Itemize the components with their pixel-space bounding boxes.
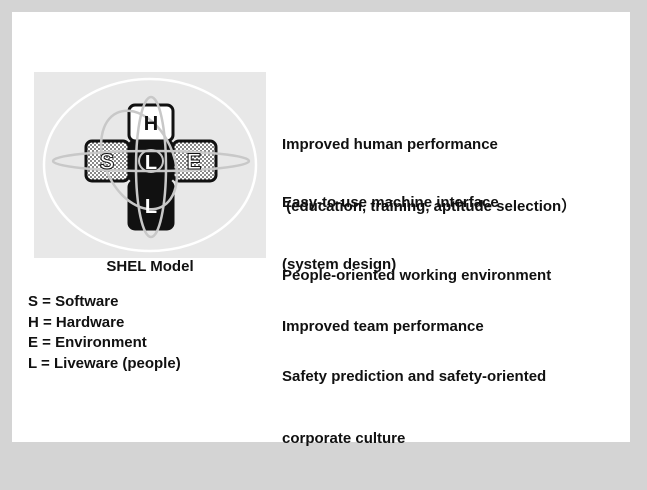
legend-item: L = Liveware (people) <box>28 354 181 372</box>
model-title: SHEL Model <box>106 258 194 275</box>
improvement-item: Improved human performance (education, t… <box>282 94 576 258</box>
improvement-line: Improved team performance <box>282 318 484 335</box>
legend-item: S = Software <box>28 293 119 310</box>
legend-item: E = Environment <box>28 334 147 351</box>
outer-ellipse <box>42 77 258 253</box>
improvement-line: (education, training, aptitude selection… <box>282 197 577 215</box>
improvement-line: Safety prediction and safety-oriented <box>282 368 547 385</box>
label-e: E <box>187 149 202 174</box>
legend: S = Software H = Hardware E = Environmen… <box>28 292 181 374</box>
vertical-ring <box>134 95 168 239</box>
improvement-line: corporate culture <box>282 429 406 447</box>
shel-diagram: H S L E L <box>34 72 266 258</box>
slide: H S L E L SHEL Model S = Software H = Ha… <box>12 12 630 447</box>
improvement-item: Easy-to-use machine interface (system de… <box>282 152 499 316</box>
shel-diagram-graphic: H S L E L <box>42 77 258 253</box>
improvement-item: Safety prediction and safety-oriented co… <box>282 326 546 490</box>
improvement-item: Improved team performance <box>282 276 484 379</box>
center-ring <box>138 149 164 173</box>
diagonal-ring <box>99 109 179 211</box>
label-l-bottom: L <box>145 196 157 218</box>
legend-item: H = Hardware <box>28 313 125 331</box>
improvement-line: People-oriented working environment <box>282 267 552 284</box>
label-s: S <box>100 149 115 174</box>
improvement-line: Improved human performance <box>282 136 498 153</box>
improvement-item: People-oriented working environment <box>282 225 551 328</box>
improvement-line: Easy-to-use machine interface <box>282 194 499 211</box>
label-l-center: L <box>145 152 157 174</box>
improvement-line: (system design) <box>282 255 397 273</box>
label-h: H <box>144 113 158 135</box>
